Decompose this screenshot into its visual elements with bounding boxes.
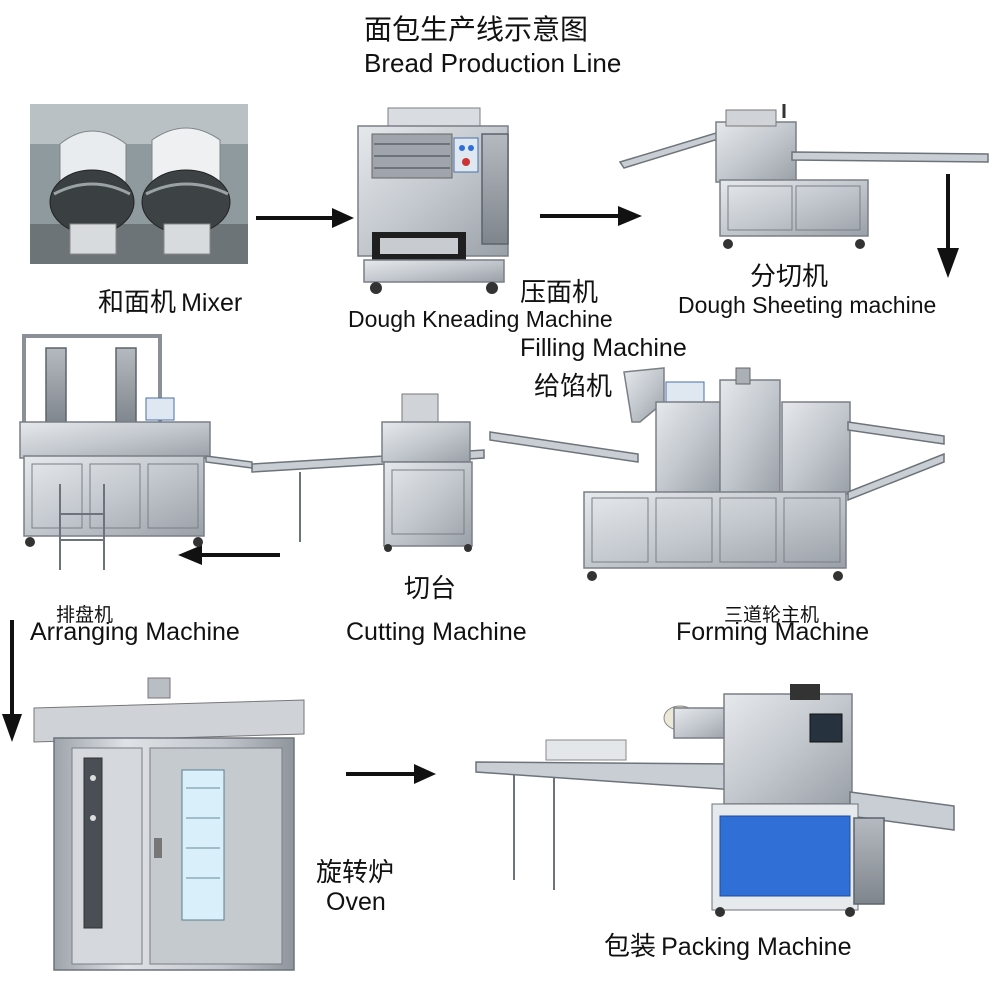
cutting-machine-image bbox=[251, 393, 485, 552]
mixer-label-chinese: 和面机 bbox=[98, 288, 177, 318]
oven-image bbox=[33, 677, 305, 971]
kneading-label-english: Dough Kneading Machine bbox=[348, 306, 613, 332]
arrow-kneading-to-sheeting bbox=[540, 206, 642, 226]
mixer-machine-image bbox=[30, 104, 248, 264]
arrow-oven-to-packing bbox=[346, 764, 436, 784]
arranging-label-english: Arranging Machine bbox=[30, 618, 240, 646]
packing-label-english: Packing Machine bbox=[661, 933, 852, 961]
title-english: Bread Production Line bbox=[364, 48, 622, 78]
arrow-mixer-to-kneading bbox=[256, 208, 354, 228]
cutting-label-english: Cutting Machine bbox=[346, 618, 527, 646]
forming-label-english: Forming Machine bbox=[676, 618, 870, 646]
packing-label: 包装 Packing Machine bbox=[604, 926, 852, 963]
mixer-label: 和面机 Mixer bbox=[98, 282, 242, 319]
forming-machine-image bbox=[489, 367, 945, 581]
filling-label-english: Filling Machine bbox=[520, 334, 687, 362]
arrow-arranging-down bbox=[2, 620, 22, 742]
sheeting-label-english: Dough Sheeting machine bbox=[678, 292, 937, 318]
packing-machine-image bbox=[475, 684, 955, 917]
cutting-label-chinese: 切台 bbox=[404, 574, 457, 604]
arranging-label-chinese: 排盘机 bbox=[56, 604, 114, 626]
kneading-machine-image bbox=[357, 107, 509, 294]
title-chinese: 面包生产线示意图 bbox=[364, 13, 589, 46]
sheeting-label-chinese: 分切机 bbox=[750, 262, 829, 292]
mixer-label-english: Mixer bbox=[181, 289, 243, 317]
arranging-machine-image bbox=[19, 334, 253, 570]
arrow-sheeting-down bbox=[937, 174, 959, 278]
oven-label-english: Oven bbox=[326, 888, 386, 916]
forming-label-chinese: 三道轮主机 bbox=[724, 604, 820, 626]
packing-label-chinese: 包装 bbox=[604, 932, 657, 962]
sheeting-machine-image bbox=[618, 104, 989, 249]
arrow-cutting-to-arranging bbox=[178, 545, 280, 565]
oven-label-chinese: 旋转炉 bbox=[316, 858, 395, 888]
filling-label-chinese: 给馅机 bbox=[534, 372, 613, 402]
kneading-label-chinese: 压面机 bbox=[520, 278, 599, 308]
